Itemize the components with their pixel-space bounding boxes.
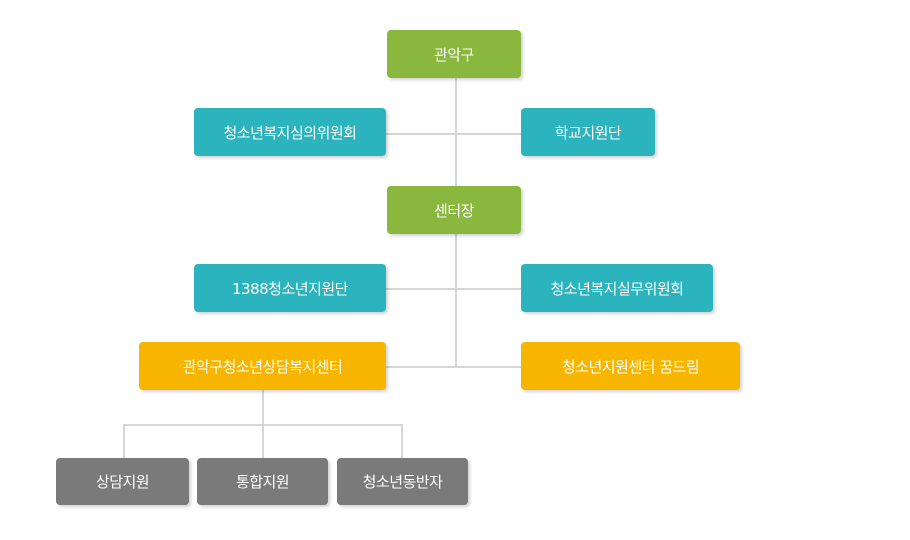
connector-row3-horizontal xyxy=(386,366,522,368)
connector-team-middle xyxy=(262,424,264,458)
connector-trunk-top xyxy=(455,78,457,186)
connector-team-right xyxy=(401,424,403,458)
connector-row1-horizontal xyxy=(386,133,522,135)
node-youth-support-center-dream: 청소년지원센터 꿈드림 xyxy=(521,342,740,390)
connector-center-down xyxy=(262,390,264,425)
node-1388-youth-support-group: 1388청소년지원단 xyxy=(194,264,386,312)
node-youth-companion: 청소년동반자 xyxy=(337,458,468,505)
connector-trunk-bottom xyxy=(455,234,457,367)
node-youth-welfare-working-committee: 청소년복지실무위원회 xyxy=(521,264,713,312)
node-integrated-support: 통합지원 xyxy=(197,458,328,505)
node-counseling-support: 상담지원 xyxy=(56,458,189,505)
node-gwanak-gu: 관악구 xyxy=(387,30,521,78)
node-school-support-group: 학교지원단 xyxy=(521,108,655,156)
connector-team-left xyxy=(123,424,125,458)
node-youth-welfare-deliberation-committee: 청소년복지심의위원회 xyxy=(194,108,386,156)
node-center-director: 센터장 xyxy=(387,186,521,234)
connector-row2-horizontal xyxy=(386,288,522,290)
node-gwanak-youth-counseling-center: 관악구청소년상담복지센터 xyxy=(139,342,386,390)
